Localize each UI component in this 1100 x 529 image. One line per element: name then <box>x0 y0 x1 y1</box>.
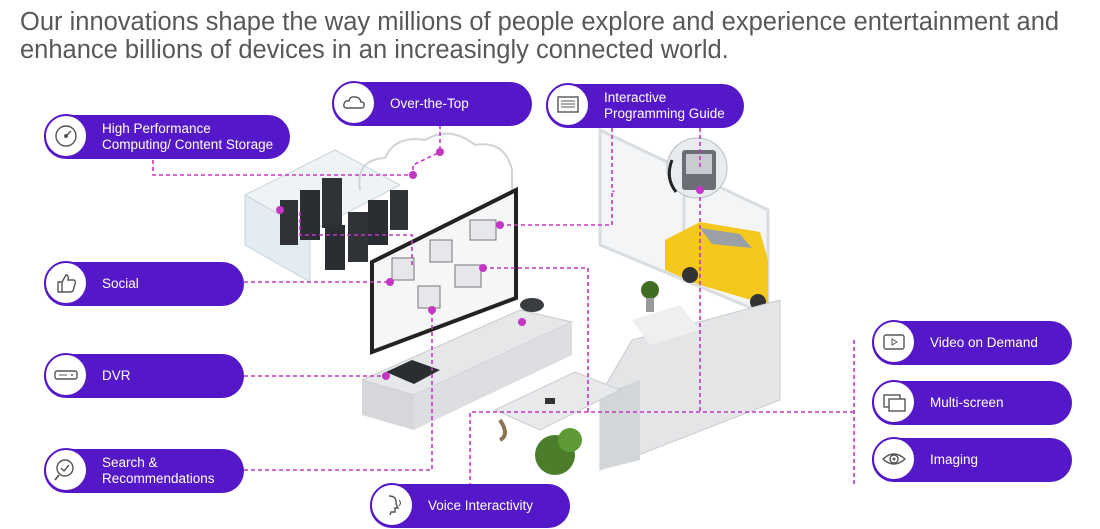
sofa-illustration <box>599 299 781 471</box>
cloud-illustration <box>358 132 513 191</box>
feature-label: Search & Recommendations <box>102 455 215 486</box>
multi-screen-icon <box>872 380 916 424</box>
connector-dots <box>276 148 704 380</box>
feature-imaging[interactable]: Imaging <box>872 437 1072 482</box>
feature-label: Social <box>102 276 139 291</box>
feature-label: Multi-screen <box>930 395 1004 410</box>
feature-voice-interactivity[interactable]: Voice Interactivity <box>370 483 570 528</box>
eye-icon <box>872 437 916 481</box>
set-top-box-icon <box>44 353 88 397</box>
guide-screen-icon <box>546 83 590 127</box>
feature-label: Over-the-Top <box>390 96 469 111</box>
feature-high-performance-computing[interactable]: High Performance Computing/ Content Stor… <box>44 114 290 159</box>
feature-social[interactable]: Social <box>44 261 244 306</box>
feature-label: Imaging <box>930 452 979 467</box>
feature-multi-screen[interactable]: Multi-screen <box>872 380 1072 425</box>
coffee-table-illustration <box>493 371 622 442</box>
camera-device-illustration <box>666 137 728 199</box>
search-check-icon <box>44 448 88 492</box>
window-illustration <box>598 127 770 318</box>
connector-lines <box>152 125 855 508</box>
feature-label: DVR <box>102 368 131 383</box>
feature-label: High Performance Computing/ Content Stor… <box>102 121 274 152</box>
feature-video-on-demand[interactable]: Video on Demand <box>872 320 1072 365</box>
thumbs-up-icon <box>44 261 88 305</box>
feature-label: Video on Demand <box>930 335 1038 350</box>
feature-search-recommendations[interactable]: Search & Recommendations <box>44 448 244 493</box>
cloud-icon <box>332 81 376 125</box>
feature-over-the-top[interactable]: Over-the-Top <box>332 81 532 126</box>
feature-dvr[interactable]: DVR <box>44 353 244 398</box>
feature-label: Voice Interactivity <box>428 498 534 513</box>
play-screen-icon <box>872 320 916 364</box>
tv-screen-illustration <box>370 186 518 355</box>
plant-illustration <box>535 281 659 475</box>
speaking-head-icon <box>370 483 414 527</box>
speedometer-icon <box>44 114 88 158</box>
feature-label: Interactive Programming Guide <box>604 90 725 121</box>
headline: Our innovations shape the way millions o… <box>20 8 1060 64</box>
tv-console-illustration <box>360 298 574 430</box>
feature-interactive-programming-guide[interactable]: Interactive Programming Guide <box>546 83 744 128</box>
